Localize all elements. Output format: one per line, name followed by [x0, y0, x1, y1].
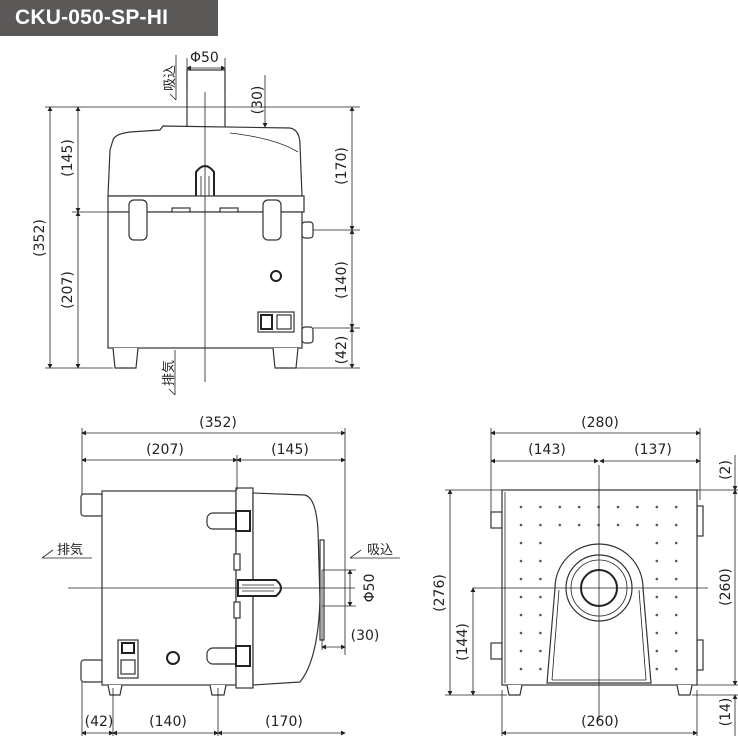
dim-rear-body-height: (260): [718, 568, 734, 606]
dim-rear-total-width: (280): [581, 415, 619, 431]
dim-side-bottom-left: (42): [85, 714, 114, 730]
vent-hole: [577, 523, 581, 527]
front-view: Φ50 (30) (352) (145) (207) (170) (140) (…: [32, 50, 360, 396]
dim-front-lower-height: (207): [60, 271, 76, 309]
vent-hole: [674, 577, 678, 581]
vent-hole: [655, 559, 659, 563]
vent-hole: [539, 577, 542, 581]
vent-hole: [539, 649, 542, 653]
vent-hole: [674, 595, 678, 599]
vent-holes: [519, 505, 678, 671]
vent-hole: [539, 523, 542, 527]
vent-hole: [674, 667, 678, 671]
latch-left: [128, 199, 148, 241]
vent-hole: [636, 523, 639, 527]
vent-hole: [519, 631, 523, 635]
latch-right: [262, 199, 282, 241]
vent-hole: [519, 613, 523, 617]
vent-hole: [539, 613, 542, 617]
dim-rear-total-height: (276): [432, 574, 448, 612]
vent-hole: [655, 649, 659, 653]
vent-hole: [655, 541, 659, 545]
vent-hole: [519, 667, 523, 671]
dim-side-rear-length: (207): [146, 442, 184, 458]
vent-hole: [674, 541, 678, 545]
vent-hole: [674, 613, 678, 617]
dim-front-right-upper: (170): [334, 147, 350, 185]
dim-front-total-height: (352): [32, 219, 48, 257]
vent-hole: [655, 613, 659, 617]
vent-hole: [519, 577, 523, 581]
vent-hole: [674, 559, 678, 563]
vent-hole: [519, 505, 523, 509]
vent-hole: [577, 505, 581, 509]
side-view: (352) (207) (145) Φ50 (30) (42) (140) (1…: [41, 415, 400, 736]
dim-side-total-length: (352): [199, 415, 237, 431]
vent-hole: [655, 577, 659, 581]
vent-hole: [674, 523, 678, 527]
side-knob: [166, 651, 180, 665]
vent-hole: [539, 595, 542, 599]
dim-rear-top-offset: (2): [718, 460, 734, 480]
vent-hole: [655, 505, 659, 509]
dim-rear-left-width: (143): [528, 442, 566, 458]
vent-hole: [539, 559, 542, 563]
dim-rear-body-width: (260): [581, 714, 619, 730]
vent-hole: [655, 595, 659, 599]
dim-side-bottom-middle: (140): [149, 714, 187, 730]
vent-hole: [655, 631, 659, 635]
dim-side-pipe-diameter: Φ50: [362, 574, 378, 603]
vent-hole: [539, 667, 542, 671]
vent-hole: [519, 523, 523, 527]
intake-pipe: [186, 69, 226, 131]
vent-hole: [558, 505, 562, 509]
vent-hole: [519, 595, 523, 599]
dim-front-right-middle: (140): [334, 261, 350, 299]
vent-hole: [674, 631, 678, 635]
dim-rear-center-height: (144): [455, 623, 471, 661]
dim-rear-right-width: (137): [634, 442, 672, 458]
vent-hole: [636, 505, 639, 509]
dim-side-bottom-right: (170): [265, 714, 303, 730]
vent-hole: [616, 505, 620, 509]
dim-side-front-length: (145): [271, 442, 309, 458]
vent-hole: [539, 541, 542, 545]
dim-rear-foot-height: (14): [718, 698, 734, 727]
vent-hole: [519, 649, 523, 653]
dim-front-right-lower: (42): [334, 336, 350, 365]
vent-hole: [655, 523, 659, 527]
dim-front-upper-height: (145): [60, 139, 76, 177]
dim-side-pipe-length: (30): [351, 628, 380, 644]
vent-hole: [519, 559, 523, 563]
vent-hole: [616, 523, 620, 527]
side-exhaust-label: 排気: [57, 542, 83, 558]
vent-hole: [655, 667, 659, 671]
vent-hole: [674, 505, 678, 509]
vent-hole: [539, 505, 542, 509]
front-exhaust-label: 排気: [161, 360, 177, 386]
vent-hole: [519, 541, 523, 545]
front-intake-label: 吸込: [163, 65, 178, 91]
dim-front-pipe-diameter: Φ50: [190, 50, 219, 66]
rear-view: (280) (143) (137) (2) (260) (14) (276) (…: [432, 415, 738, 736]
dim-front-pipe-height: (30): [250, 86, 266, 115]
side-intake-label: 吸込: [367, 543, 393, 558]
vent-hole: [674, 649, 678, 653]
model-title: CKU-050-SP-HI: [0, 0, 218, 36]
knob: [270, 270, 282, 282]
vent-hole: [558, 523, 562, 527]
vent-hole: [539, 631, 542, 635]
